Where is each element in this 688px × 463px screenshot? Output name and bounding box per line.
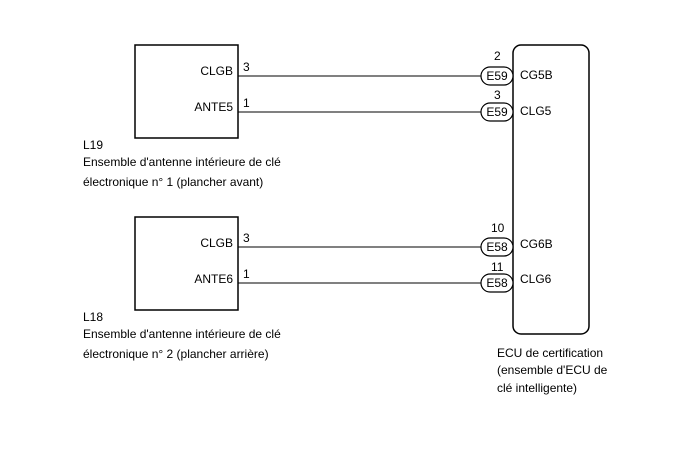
l19-box <box>134 44 239 139</box>
connector-e59-label: E59 <box>486 69 508 83</box>
wire-l18-ante6-clg6: 1 11 E58 <box>238 260 514 293</box>
ecu-pin-10-number: 10 <box>491 221 505 235</box>
component-ecu: CG5B CLG5 CG6B CLG6 ECU de certification… <box>497 44 608 395</box>
ecu-pin-clg5-label: CLG5 <box>520 104 552 118</box>
l19-pin-ante5-label: ANTE5 <box>194 100 233 114</box>
connector-e58-label: E58 <box>486 240 508 254</box>
l18-box <box>134 216 239 311</box>
component-l18: CLGB ANTE6 L18 Ensemble d'antenne intéri… <box>83 216 281 361</box>
connector-e59-badge <box>480 102 514 122</box>
ecu-pin-3-number: 3 <box>494 88 501 102</box>
ecu-pin-cg5b-label: CG5B <box>520 68 553 82</box>
ecu-pin-2-number: 2 <box>494 49 501 63</box>
ecu-label-line3: clé intelligente) <box>497 381 577 395</box>
l19-pin-clgb-label: CLGB <box>200 64 233 78</box>
connector-e58-badge <box>480 237 514 257</box>
l19-pin-3-number: 3 <box>243 60 250 74</box>
l18-id: L18 <box>83 310 103 324</box>
connector-e59-label: E59 <box>486 105 508 119</box>
ecu-label-line2: (ensemble d'ECU de <box>497 363 608 377</box>
connector-e59-badge <box>480 66 514 86</box>
l19-pin-1-number: 1 <box>243 96 250 110</box>
ecu-pin-cg6b-label: CG6B <box>520 237 553 251</box>
l18-desc-line1: Ensemble d'antenne intérieure de clé <box>83 327 281 341</box>
l19-desc-line2: électronique n° 1 (plancher avant) <box>83 175 263 189</box>
l18-pin-1-number: 1 <box>243 267 250 281</box>
ecu-pin-clg6-label: CLG6 <box>520 272 552 286</box>
wire-l19-ante5-clg5: 1 3 E59 <box>238 88 514 122</box>
wire-l19-clgb-cg5b: 3 2 E59 <box>238 49 514 86</box>
connector-e58-label: E58 <box>486 276 508 290</box>
ecu-box <box>512 44 590 335</box>
wire-l18-clgb-cg6b: 3 10 E58 <box>238 221 514 257</box>
ecu-pin-11-number: 11 <box>491 260 504 274</box>
connector-e58-badge <box>480 273 514 293</box>
l18-desc-line2: électronique n° 2 (plancher arrière) <box>83 347 269 361</box>
l18-pin-3-number: 3 <box>243 231 250 245</box>
ecu-label-line1: ECU de certification <box>497 346 603 360</box>
l19-id: L19 <box>83 138 103 152</box>
l18-pin-ante6-label: ANTE6 <box>194 272 233 286</box>
l18-pin-clgb-label: CLGB <box>200 236 233 250</box>
l19-desc-line1: Ensemble d'antenne intérieure de clé <box>83 155 281 169</box>
component-l19: CLGB ANTE5 L19 Ensemble d'antenne intéri… <box>83 44 281 189</box>
